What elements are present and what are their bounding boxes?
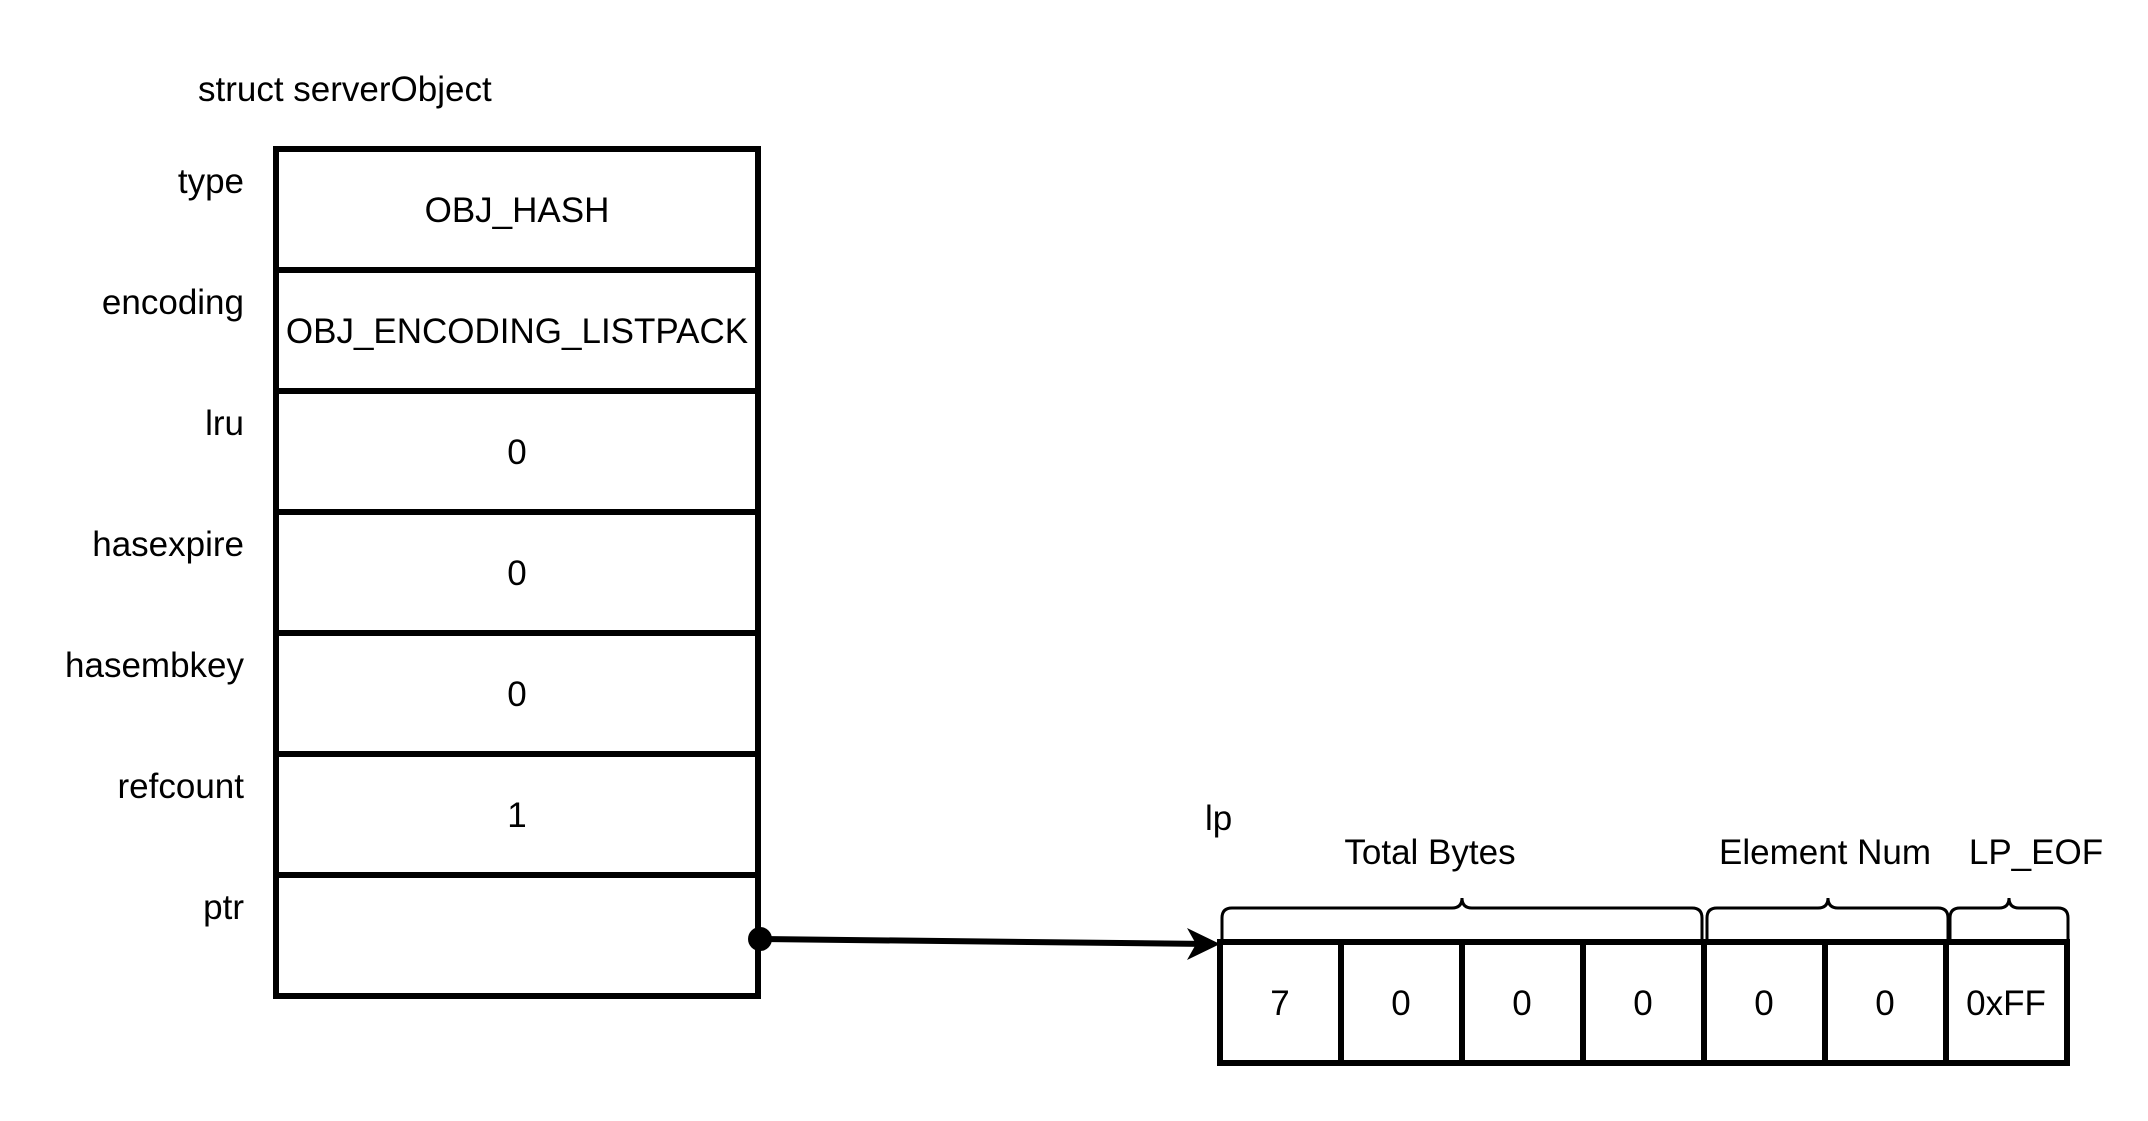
field-label-ptr: ptr: [203, 888, 244, 927]
brace-element-num: [1705, 897, 1950, 940]
byte-cell-5: [1822, 939, 1949, 1066]
ptr-arrowhead: [1187, 928, 1220, 960]
brace-lp-eof: [1948, 897, 2070, 940]
field-cell-refcount: [273, 751, 761, 878]
group-label-element-num: Element Num: [1719, 833, 1931, 872]
field-value-hasembkey: 0: [507, 675, 526, 714]
byte-cell-4: [1701, 939, 1828, 1066]
ptr-arrow: [748, 927, 1220, 960]
byte-value-1: 0: [1391, 984, 1410, 1023]
field-labels: type encoding lru hasexpire hasembkey re…: [65, 162, 244, 927]
byte-value-5: 0: [1875, 984, 1894, 1023]
brace-total-bytes: [1220, 897, 1704, 940]
listpack-group-labels: Total Bytes Element Num LP_EOF: [1344, 833, 2103, 872]
field-value-encoding: OBJ_ENCODING_LISTPACK: [286, 312, 748, 351]
ptr-arrow-line: [759, 936, 1212, 950]
byte-value-0: 7: [1270, 984, 1289, 1023]
listpack-label: lp: [1205, 799, 1232, 838]
byte-cell-6: [1943, 939, 2070, 1066]
field-label-hasexpire: hasexpire: [92, 525, 244, 564]
byte-cell-0: [1217, 939, 1344, 1066]
field-cell-hasexpire: [273, 509, 761, 636]
byte-value-3: 0: [1633, 984, 1652, 1023]
field-values: OBJ_HASH OBJ_ENCODING_LISTPACK 0 0 0 1: [286, 191, 748, 835]
field-value-refcount: 1: [507, 796, 526, 835]
listpack-bytes: 7 0 0 0 0 0 0xFF: [1217, 939, 2070, 1066]
field-cell-type: [273, 146, 761, 273]
field-value-type: OBJ_HASH: [425, 191, 610, 230]
field-label-lru: lru: [205, 404, 244, 443]
group-label-lp-eof: LP_EOF: [1969, 833, 2103, 872]
field-label-hasembkey: hasembkey: [65, 646, 244, 685]
field-cell-ptr: [273, 872, 761, 999]
field-label-encoding: encoding: [102, 283, 244, 322]
struct-title: struct serverObject: [198, 70, 492, 109]
byte-cell-2: [1459, 939, 1586, 1066]
byte-cell-3: [1580, 939, 1707, 1066]
field-label-type: type: [178, 162, 244, 201]
byte-value-4: 0: [1754, 984, 1773, 1023]
byte-value-6: 0xFF: [1966, 984, 2046, 1023]
field-label-refcount: refcount: [118, 767, 245, 806]
field-value-lru: 0: [507, 433, 526, 472]
field-cell-encoding: [273, 267, 761, 394]
byte-value-2: 0: [1512, 984, 1531, 1023]
group-label-total-bytes: Total Bytes: [1344, 833, 1515, 872]
struct-box: [273, 146, 761, 999]
field-value-hasexpire: 0: [507, 554, 526, 593]
listpack-braces: [1220, 897, 2070, 940]
